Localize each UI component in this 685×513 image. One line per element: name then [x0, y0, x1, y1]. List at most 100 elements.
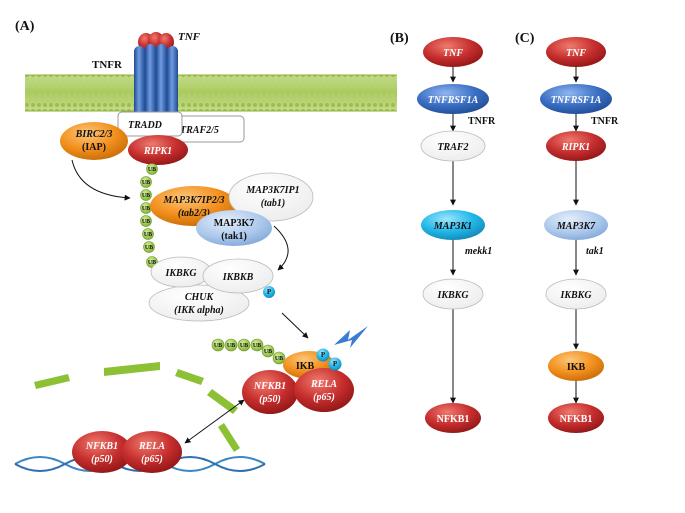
ub-bead: UB: [140, 189, 152, 201]
ikbkb-node: [202, 258, 274, 294]
panel-c: (C) TNF TNFRSF1A TNFR RIPK1 MAP3K7 tak1 …: [515, 31, 619, 433]
arrow-tak1-to-ikbkb: [273, 225, 289, 271]
arrow-birc-to-tab: [71, 159, 131, 201]
traf-label: TRAF2/5: [180, 125, 219, 136]
nfkb1-cyto-node: [242, 370, 298, 414]
svg-text:UB: UB: [253, 343, 261, 349]
ub-bead: UB: [272, 351, 286, 365]
ub-bead: UB: [143, 241, 155, 253]
chuk-label: CHUK: [185, 292, 215, 303]
svg-text:UB: UB: [214, 343, 222, 349]
panel-a: (A) TNFR TNF TRAF2/5 TRADD: [14, 19, 397, 473]
b-node-map3k1: [421, 210, 485, 240]
svg-text:P: P: [333, 360, 338, 368]
ub-bead: UB: [224, 338, 238, 352]
panel-label-c: (C): [515, 31, 535, 46]
ub-bead: UB: [146, 163, 158, 175]
c-node-ripk1: [546, 131, 606, 161]
ub-bead: UB: [140, 215, 152, 227]
rela-nuc-node: [122, 431, 182, 473]
svg-text:UB: UB: [142, 206, 150, 212]
ub-bead: UB: [237, 338, 251, 352]
chuk-sublabel: (IKK alpha): [174, 305, 224, 316]
tradd-label: TRADD: [128, 120, 162, 131]
nfkb1-nuc-label: NFKB1: [85, 441, 118, 452]
map3k7-node: [196, 210, 272, 246]
ub-bead: UB: [142, 228, 154, 240]
rela-cyto-node: [294, 368, 354, 412]
c-node-tnf-label: TNF: [566, 48, 586, 59]
birc-sublabel: (IAP): [82, 142, 106, 153]
nfkb1-nuc-sublabel: (p50): [91, 454, 113, 465]
ikbkb-label: IKBKB: [222, 272, 254, 283]
svg-text:UB: UB: [142, 219, 150, 225]
nfkb1-cyto-label: NFKB1: [253, 381, 286, 392]
svg-text:UB: UB: [142, 193, 150, 199]
svg-text:UB: UB: [148, 260, 156, 266]
c-node-nfkb1-label: NFKB1: [560, 414, 593, 425]
c-node-ikb: [548, 351, 604, 381]
birc-node: [60, 122, 128, 160]
chuk-node: [148, 284, 250, 322]
map3k7-sublabel: (tak1): [221, 231, 247, 242]
panel-label-b: (B): [390, 31, 409, 46]
birc-label: BIRC2/3: [75, 129, 113, 140]
b-node-map3k1-label: MAP3K1: [433, 221, 472, 232]
phospho-ikb-2: [328, 357, 342, 371]
ub-bead: UB: [211, 338, 225, 352]
b-mekk1-label: mekk1: [465, 246, 492, 257]
lightning-icon: [334, 326, 368, 348]
c-node-ikbkg: [545, 278, 607, 310]
c-node-ikb-label: IKB: [567, 362, 586, 373]
svg-text:P: P: [321, 351, 326, 359]
cell-membrane: [25, 74, 397, 112]
c-node-tnf: [546, 37, 606, 67]
b-node-tnf: [423, 37, 483, 67]
c-node-map3k7: [544, 210, 608, 240]
arrow-ikk-to-ikb: [281, 312, 309, 339]
c-node-ripk1-label: RIPK1: [561, 142, 590, 153]
ub-bead: UB: [261, 344, 275, 358]
ub-bead: UB: [140, 176, 152, 188]
arrow-translocation: [184, 399, 245, 444]
ripk1-label: RIPK1: [143, 146, 172, 157]
c-tak1-label: tak1: [586, 246, 604, 257]
svg-text:UB: UB: [227, 343, 235, 349]
b-node-ikbkg-label: IKBKG: [436, 290, 469, 301]
svg-text:UB: UB: [142, 180, 150, 186]
phospho-ikb-1: [316, 348, 330, 362]
svg-text:P: P: [267, 288, 272, 296]
b-node-nfkb1: [425, 403, 481, 433]
c-node-nfkb1: [548, 403, 604, 433]
panel-label-a: (A): [15, 19, 35, 34]
nfkb1-cyto-sublabel: (p50): [259, 394, 281, 405]
panel-b: (B) TNF TNFRSF1A TNFR TRAF2 MAP3K1 mekk1…: [390, 31, 496, 433]
map3k7ip1-node: [228, 172, 314, 222]
rela-cyto-label: RELA: [310, 379, 337, 390]
map3k7-label: MAP3K7: [214, 218, 255, 229]
map3k7ip1-label: MAP3K7IP1: [245, 185, 299, 196]
c-node-tnfrsf1a-label: TNFRSF1A: [551, 95, 602, 106]
map3k7ip1-sublabel: (tab1): [261, 198, 285, 209]
ikb-ubiquitin-chain: UB UB UB UB UB UB: [211, 338, 286, 365]
ripk1-node: [128, 135, 188, 165]
ikbkg-label: IKBKG: [164, 268, 197, 279]
b-node-ikbkg: [422, 278, 484, 310]
map3k7ip23-label: MAP3K7IP2/3: [162, 195, 224, 206]
c-tnfr-label: TNFR: [591, 116, 619, 127]
svg-text:UB: UB: [264, 349, 272, 355]
svg-text:UB: UB: [240, 343, 248, 349]
b-node-nfkb1-label: NFKB1: [437, 414, 470, 425]
map3k7ip23-sublabel: (tab2/3): [178, 208, 210, 219]
c-node-map3k7-label: MAP3K7: [556, 221, 596, 232]
ub-bead: UB: [140, 202, 152, 214]
phospho-ikbkb: [263, 286, 275, 298]
b-node-tnf-label: TNF: [443, 48, 463, 59]
tnfr-label: TNFR: [92, 59, 123, 71]
b-node-traf2-label: TRAF2: [437, 142, 468, 153]
tnfr-receptor: [134, 44, 178, 120]
nfkb1-nuc-node: [72, 431, 132, 473]
ub-bead: UB: [250, 338, 264, 352]
c-node-tnfrsf1a: [540, 84, 612, 114]
